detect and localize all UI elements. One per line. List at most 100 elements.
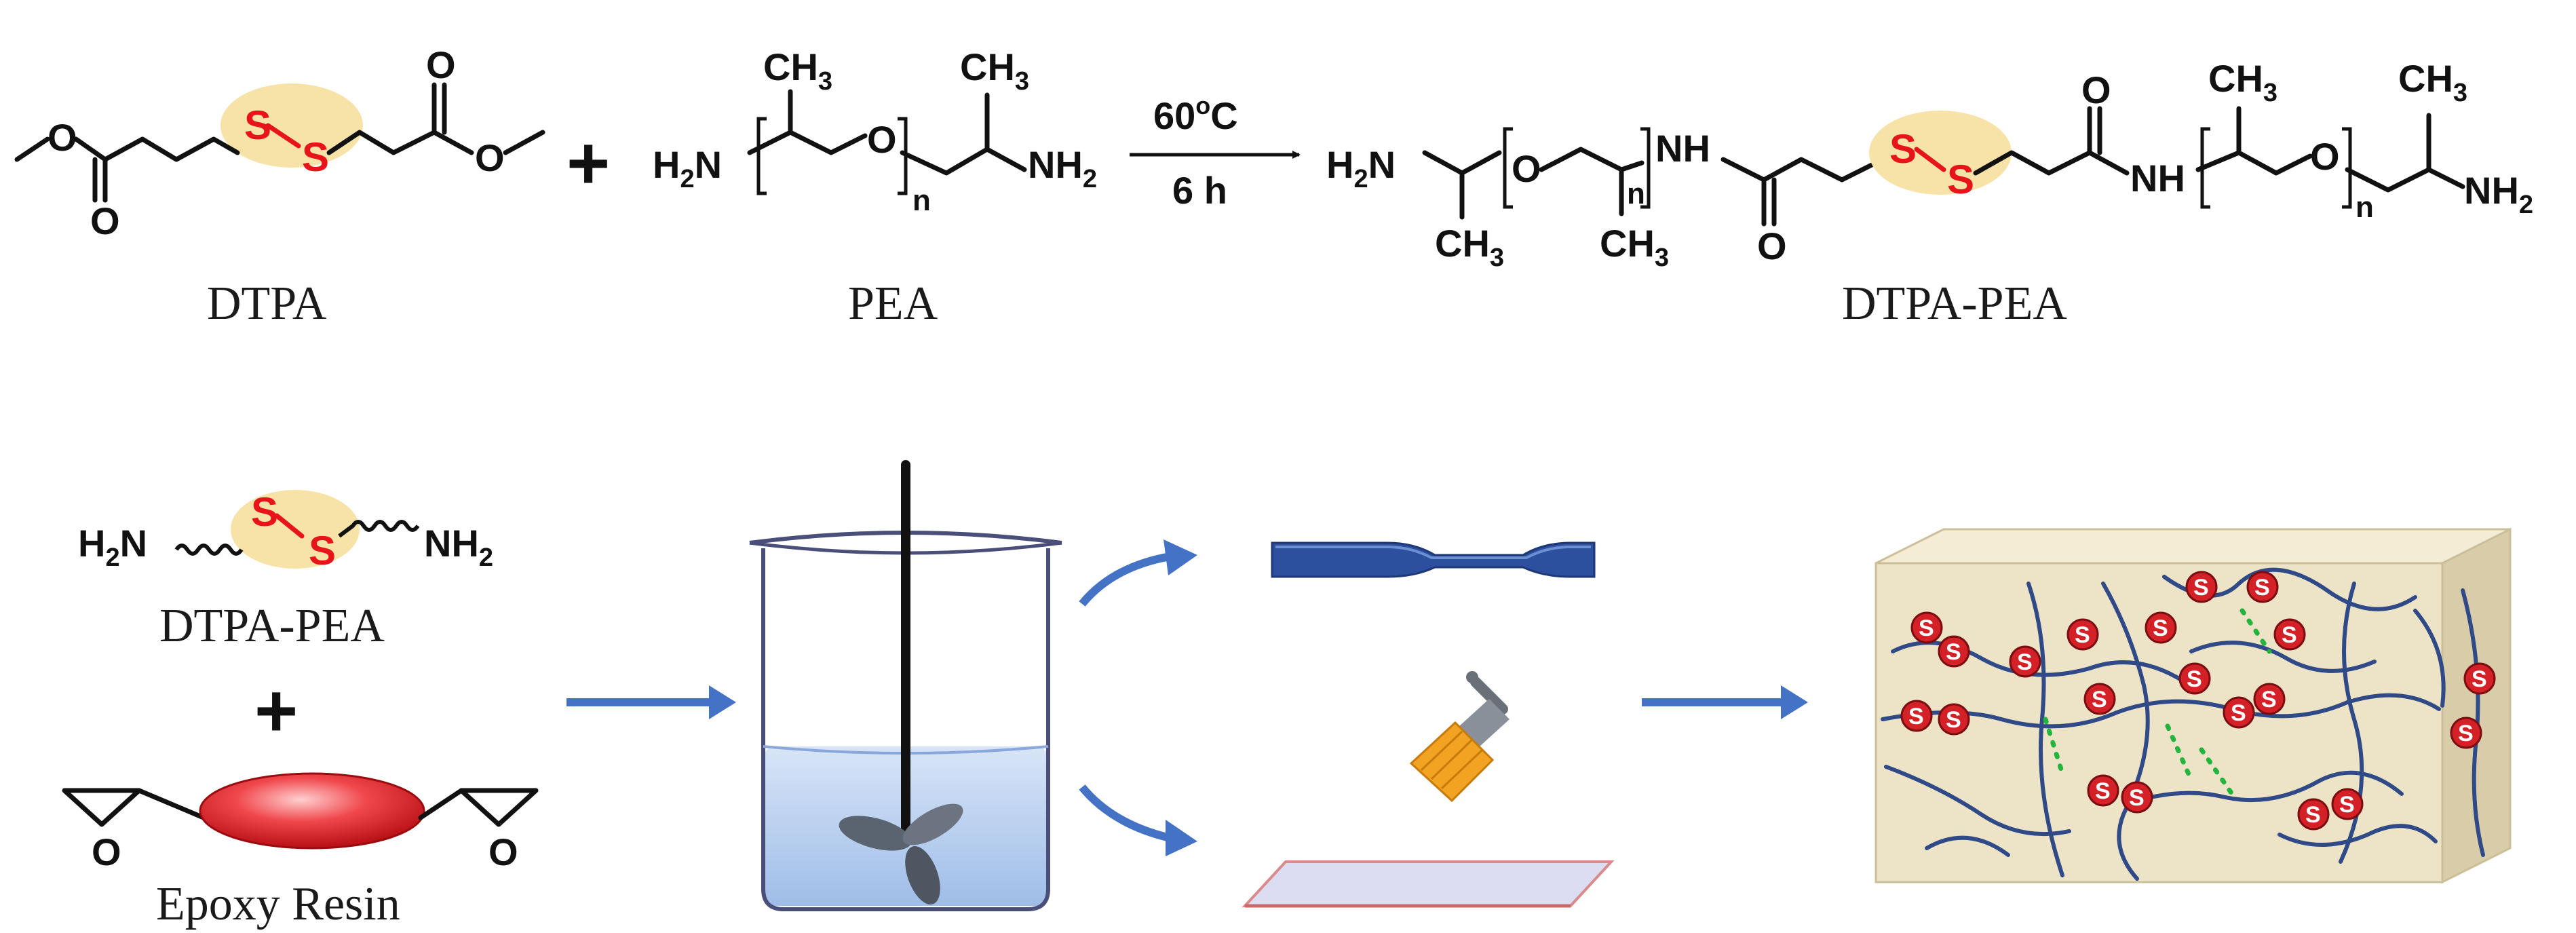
process-arrow-up — [1079, 539, 1197, 607]
ester-oxygen-left: O — [47, 116, 77, 159]
disulfide-bead-15: S — [2087, 774, 2119, 807]
svg-text:S: S — [2339, 792, 2355, 818]
svg-text:S: S — [2261, 687, 2277, 712]
product-repeat-n-1: n — [1627, 177, 1645, 210]
disulfide-bead-11: S — [1938, 703, 1970, 736]
epoxy-resin-label: Epoxy Resin — [156, 878, 400, 930]
crosslinked-network-icon: S S S S S S S S S S S S S S S S S S S S — [1875, 527, 2512, 884]
epoxide-oxygen-right: O — [488, 831, 518, 873]
product-ether-oxygen-1: O — [1512, 147, 1541, 190]
disulfide-bead-16: S — [2121, 781, 2153, 814]
paint-brush-icon — [1409, 671, 1510, 803]
stirrer-icon — [839, 460, 963, 905]
process-arrow-1 — [566, 685, 736, 719]
disulfide-highlight — [220, 83, 363, 168]
epoxy-core-ellipse — [199, 772, 425, 850]
product-ether-oxygen-2: O — [2310, 135, 2340, 178]
pea-amine-right: NH2 — [1028, 143, 1097, 193]
svg-text:S: S — [2193, 575, 2209, 601]
disulfide-bead-9: S — [2273, 618, 2306, 651]
crosslinker-label: DTPA-PEA — [159, 600, 385, 652]
crosslinker-amine-left: H2N — [78, 522, 147, 572]
svg-text:S: S — [1946, 639, 1961, 665]
reaction-arrow: 60oC 6 h — [1130, 92, 1301, 212]
crosslinker-schematic: H2N S S NH2 DTPA-PEA — [78, 489, 493, 652]
dtpa-pea-product-structure: H2N CH3 O n CH3 NH O S S O NH CH3 — [1326, 57, 2533, 330]
disulfide-bead-4: S — [2009, 645, 2041, 678]
plus-sign-bottom: + — [254, 669, 298, 753]
pea-repeat-n: n — [912, 184, 931, 217]
product-amide-oxygen-2: O — [2081, 69, 2111, 111]
product-amine-right: NH2 — [2464, 169, 2533, 219]
disulfide-bead-18: S — [2331, 788, 2364, 820]
carbonyl-oxygen-right: O — [426, 43, 456, 86]
pea-amine-left: H2N — [653, 143, 722, 193]
product-repeat-n-2: n — [2356, 191, 2374, 224]
condition-temperature: 60oC — [1153, 92, 1238, 137]
disulfide-bead-3: S — [2066, 618, 2099, 651]
svg-text:S: S — [2092, 687, 2107, 712]
pea-methyl-1: CH3 — [763, 45, 832, 96]
svg-text:S: S — [2472, 666, 2487, 692]
process-arrow-2 — [1642, 685, 1808, 719]
epoxide-oxygen-left: O — [92, 831, 121, 873]
product-methyl-3: CH3 — [2208, 57, 2277, 107]
disulfide-bead-17: S — [2297, 798, 2330, 831]
dtpa-pea-label: DTPA-PEA — [1842, 278, 2067, 330]
svg-text:S: S — [2129, 785, 2145, 811]
svg-text:S: S — [2017, 649, 2033, 675]
ester-oxygen-right: O — [475, 136, 505, 179]
pea-ether-oxygen: O — [867, 118, 897, 161]
svg-text:S: S — [2231, 700, 2246, 726]
product-sulfur-1: S — [1889, 126, 1917, 172]
dtpa-label: DTPA — [207, 278, 327, 330]
svg-text:S: S — [1919, 615, 1934, 641]
dumbbell-specimen-icon — [1271, 541, 1596, 578]
svg-text:S: S — [2187, 666, 2202, 692]
disulfide-bead-1: S — [1910, 611, 1943, 644]
svg-text:S: S — [2458, 721, 2474, 746]
product-methyl-4: CH3 — [2398, 57, 2467, 107]
disulfide-bead-5: S — [2145, 611, 2177, 644]
product-amine-left: H2N — [1326, 143, 1396, 193]
pea-structure: H2N CH3 O n CH3 NH2 PEA — [653, 45, 1097, 330]
crosslinker-sulfur-2: S — [309, 528, 336, 573]
sulfur-atom-2: S — [302, 134, 329, 180]
product-methyl-1: CH3 — [1435, 222, 1504, 272]
product-amide-nh-2: NH — [2130, 157, 2185, 199]
product-sulfur-2: S — [1947, 157, 1974, 202]
disulfide-bead-20: S — [2450, 717, 2482, 749]
svg-text:S: S — [2254, 575, 2270, 601]
disulfide-bead-2: S — [1938, 635, 1970, 668]
disulfide-bead-19: S — [2463, 662, 2496, 695]
epoxy-resin-schematic: O O Epoxy Resin — [62, 772, 539, 930]
svg-text:S: S — [2305, 802, 2321, 828]
svg-text:S: S — [2095, 778, 2111, 804]
disulfide-bead-7: S — [2185, 571, 2218, 603]
condition-time: 6 h — [1172, 169, 1227, 212]
disulfide-bead-14: S — [2253, 683, 2286, 715]
carbonyl-oxygen-left: O — [90, 199, 120, 242]
coating-film-icon — [1242, 860, 1615, 908]
pea-methyl-2: CH3 — [960, 45, 1029, 96]
disulfide-bead-6: S — [2178, 662, 2211, 695]
crosslinker-amine-right: NH2 — [424, 522, 493, 572]
plus-sign-top: + — [566, 121, 610, 205]
pea-label: PEA — [848, 278, 938, 330]
crosslinker-sulfur-1: S — [251, 489, 278, 535]
product-amide-oxygen-1: O — [1757, 225, 1787, 267]
disulfide-bead-12: S — [2083, 683, 2116, 715]
disulfide-bead-13: S — [2223, 696, 2255, 729]
svg-text:S: S — [1946, 707, 1961, 733]
svg-text:S: S — [1908, 704, 1924, 729]
dtpa-structure: O O S S O O DTPA — [14, 43, 545, 330]
svg-text:S: S — [2153, 615, 2168, 641]
svg-text:S: S — [2282, 622, 2297, 648]
disulfide-bead-10: S — [1900, 700, 1933, 732]
process-arrow-down — [1079, 784, 1197, 856]
disulfide-bead-8: S — [2246, 571, 2279, 603]
product-methyl-2: CH3 — [1600, 222, 1669, 272]
svg-text:S: S — [2075, 622, 2090, 648]
product-amide-nh-1: NH — [1655, 127, 1710, 170]
